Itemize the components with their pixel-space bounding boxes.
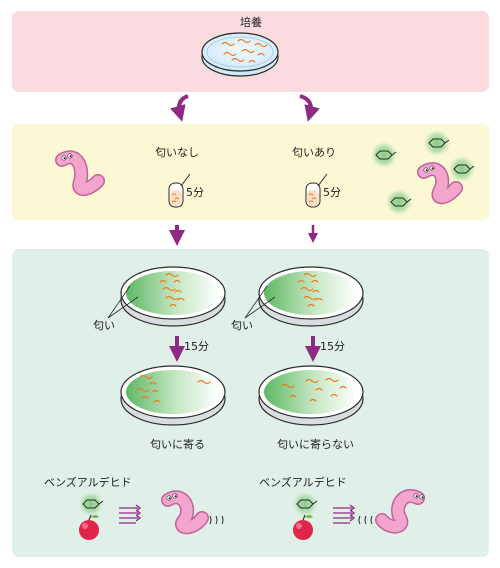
wiggle-marks	[358, 515, 373, 525]
odor-label: 匂いあり	[292, 146, 336, 159]
assay-odor-label-right: 匂い	[231, 319, 253, 332]
worm-icon	[417, 162, 463, 205]
culture-petri-dish-icon	[201, 32, 279, 77]
odor-molecule-icon	[292, 491, 318, 517]
arrow-icon	[170, 94, 189, 122]
petri-dish-icon	[120, 266, 226, 327]
assay-time-label-right: 15分	[320, 340, 345, 353]
worm-icon	[375, 489, 425, 534]
odor-molecule-icon	[448, 155, 476, 183]
petri-dish-icon	[120, 365, 226, 426]
apple-icon	[293, 514, 313, 540]
chemical-label-left: ベンズアルデヒド	[44, 476, 132, 489]
result-attracted-label: 匂いに寄る	[150, 438, 205, 451]
odor-time-label: 5分	[323, 186, 341, 199]
arrow-icon	[299, 94, 320, 122]
worm-icon	[55, 150, 105, 196]
test-tube-icon	[168, 173, 191, 208]
odor-molecule-icon	[423, 129, 451, 157]
apple-icon	[79, 514, 99, 540]
test-tube-icon	[305, 173, 328, 208]
petri-dish-icon	[258, 266, 364, 327]
chemical-label-right: ベンズアルデヒド	[259, 476, 347, 489]
wiggle-marks	[209, 515, 224, 525]
odor-molecule-icon	[385, 188, 413, 216]
odor-molecule-icon	[370, 141, 398, 169]
petri-dish-icon	[258, 365, 364, 426]
odor-pointer	[107, 285, 276, 319]
no-odor-time-label: 5分	[186, 186, 204, 199]
worm-icon	[161, 490, 209, 535]
culture-label: 培養	[240, 16, 262, 29]
assay-odor-label-left: 匂い	[93, 319, 115, 332]
odor-molecule-icon	[78, 491, 104, 517]
no-odor-label: 匂いなし	[155, 146, 199, 159]
result-not-attracted-label: 匂いに寄らない	[277, 438, 354, 451]
motion-lines	[119, 504, 142, 524]
assay-time-label-left: 15分	[184, 340, 209, 353]
motion-lines	[333, 504, 356, 524]
